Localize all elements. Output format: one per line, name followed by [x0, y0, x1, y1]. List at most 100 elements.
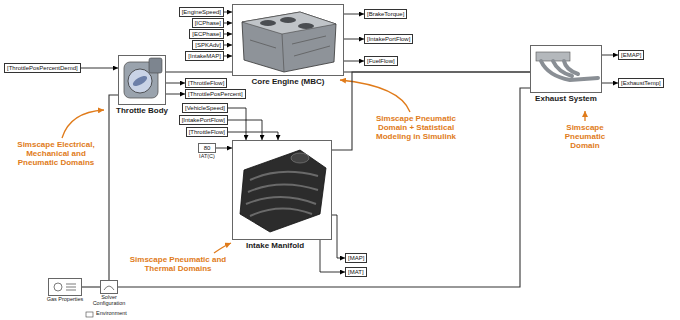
block-label: IAT(C): [199, 153, 215, 159]
block-label: Throttle Body: [116, 106, 168, 116]
leader-arrow: [62, 110, 104, 138]
gas-icon: [54, 283, 62, 291]
tag-text: [MAT]: [348, 268, 364, 276]
gas-icon: [66, 284, 76, 290]
exhaust-pipes: [541, 61, 598, 80]
leader-arrow: [214, 243, 231, 253]
engine-deck: [242, 12, 336, 34]
signal-tag: [IntakePortFlow]: [179, 115, 228, 125]
leader-arrow: [584, 111, 585, 121]
solver-icon: [104, 286, 114, 290]
domain-annotation: Simscape Electrical, Mechanical and Pneu…: [8, 140, 104, 167]
tag-text: [IntakePortFlow]: [367, 35, 410, 43]
tag-text: [SPKAdv]: [195, 41, 221, 49]
signal-tag: [VehicleSpeed]: [182, 103, 228, 113]
environment-icon: [86, 312, 93, 317]
subsystem-block: Throttle Body: [118, 55, 166, 105]
signal-tag: [SPKAdv]: [192, 40, 224, 50]
tag-text: [ThrottlePosPercent]: [188, 90, 243, 98]
signal-line: [320, 240, 345, 272]
signal-tag: [EngineSpeed]: [179, 7, 224, 17]
signal-tag: [ExhaustTemp]: [618, 78, 664, 88]
constant-value: 80: [199, 144, 215, 152]
block-label: Exhaust System: [535, 94, 597, 104]
subsystem-block: Intake Manifold: [232, 140, 332, 240]
signal-line: [81, 68, 118, 69]
signal-line: [228, 108, 246, 140]
engine-ribs: [250, 34, 330, 72]
engine-block: [242, 12, 336, 72]
tag-text: [FuelFlow]: [367, 57, 395, 65]
cylinder-bore: [298, 23, 314, 29]
signal-tag: [ThrottlePosPercent]: [185, 89, 246, 99]
signal-line: [344, 39, 364, 40]
signal-line: [224, 34, 232, 35]
signal-tag: [MAP]: [345, 253, 367, 263]
gas-properties-icon: [54, 283, 76, 291]
exhaust-picture: [536, 52, 598, 80]
block-label: Gas Properties: [47, 296, 84, 302]
signal-tag: [ThrottleFlow]: [185, 78, 227, 88]
tag-text: [ExhaustTemp]: [621, 79, 661, 87]
signal-line: [344, 14, 364, 15]
cylinder-bore: [260, 20, 276, 26]
engine-block-picture: [242, 12, 336, 72]
environment-block: Environment: [86, 310, 127, 317]
physical-connection: [109, 95, 118, 280]
tag-text: [IntakePortFlow]: [182, 116, 225, 124]
physical-connection: [332, 72, 530, 150]
block-label: Intake Manifold: [246, 241, 304, 251]
signal-tag: [FuelFlow]: [364, 56, 398, 66]
throttle-bore: [128, 69, 152, 93]
signal-line: [224, 23, 232, 24]
tag-text: [VehicleSpeed]: [185, 104, 225, 112]
intake-manifold-picture: [240, 150, 326, 232]
signal-tag: [EMAP]: [618, 50, 644, 60]
tag-text: [ThrottleFlow]: [189, 128, 225, 136]
signal-line: [224, 45, 232, 46]
signal-tag: [ECPhase]: [189, 29, 224, 39]
signal-line: [344, 61, 364, 62]
subsystem-block: Exhaust System: [530, 45, 602, 93]
manifold-inlet: [291, 153, 309, 163]
physical-connection: [118, 88, 530, 287]
domain-annotation: Simscape Pneumatic and Thermal Domains: [126, 255, 230, 273]
throttle-motor: [149, 58, 162, 73]
signal-line: [602, 55, 618, 56]
block-label: Core Engine (MBC): [252, 77, 325, 87]
leader-arrow: [340, 80, 410, 112]
signal-tag: [ThrottleFlow]: [186, 127, 228, 137]
block-label: Solver Configuration: [87, 294, 131, 306]
constant-block: 80IAT(C): [198, 143, 216, 153]
tag-text: [ThrottleFlow]: [188, 79, 224, 87]
tag-text: [ICPhase]: [195, 19, 221, 27]
signal-tag: [IntakeMAP]: [185, 51, 224, 61]
signal-tag: [BrakeTorque]: [364, 9, 407, 19]
signal-tag: [ThrottlePosPercentDemd]: [4, 63, 81, 73]
throttle-plate: [131, 74, 148, 88]
throttle-body-picture: [124, 58, 162, 98]
tag-text: [MAP]: [348, 254, 364, 262]
signal-line: [228, 132, 278, 140]
tag-text: [ECPhase]: [192, 30, 221, 38]
tag-text: [ThrottlePosPercentDemd]: [7, 64, 78, 72]
cylinder-bore: [280, 17, 296, 23]
signal-line: [602, 83, 618, 84]
tag-text: [EMAP]: [621, 51, 641, 59]
config-block: Solver Configuration: [100, 280, 118, 294]
tag-text: [EngineSpeed]: [182, 8, 221, 16]
signal-line: [216, 148, 232, 149]
manifold-runners: [246, 172, 318, 216]
config-block: Gas Properties: [48, 278, 82, 296]
domain-annotation: Simscape Pneumatic Domain + Statistical …: [368, 114, 464, 141]
signal-line: [224, 56, 232, 57]
tag-text: [BrakeTorque]: [367, 10, 404, 18]
manifold-body: [240, 150, 326, 232]
domain-annotation: Simscape Pneumatic Domain: [552, 123, 618, 150]
physical-connection: [82, 286, 100, 287]
signal-tag: [MAT]: [345, 267, 367, 277]
tag-text: [IntakeMAP]: [188, 52, 221, 60]
subsystem-block: Core Engine (MBC): [232, 4, 344, 76]
